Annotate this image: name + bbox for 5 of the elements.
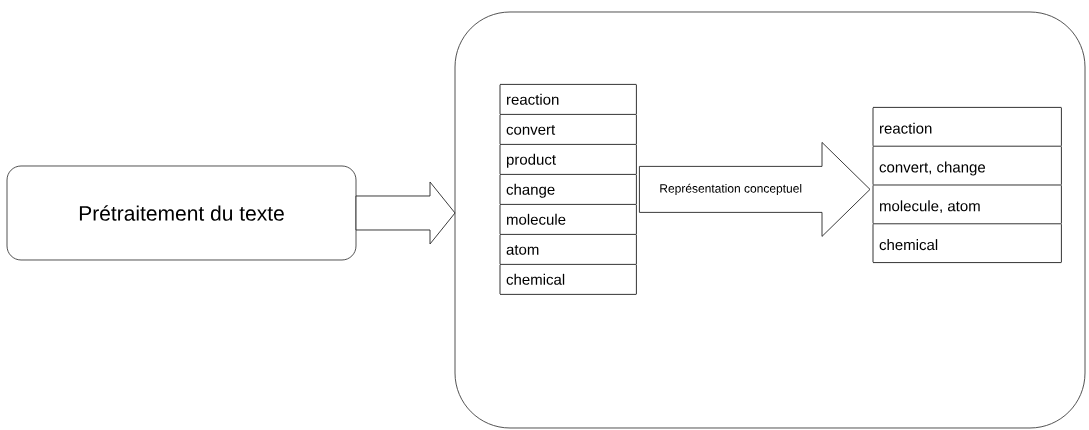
word-table: reaction convert, change molecule, atom chemical [872,107,1062,263]
word-table: reaction convert product change molecule atom chemical [499,84,637,295]
container-box [454,11,1086,429]
block-arrow [355,181,456,245]
process-box: Prétraitement du texte [6,165,357,261]
